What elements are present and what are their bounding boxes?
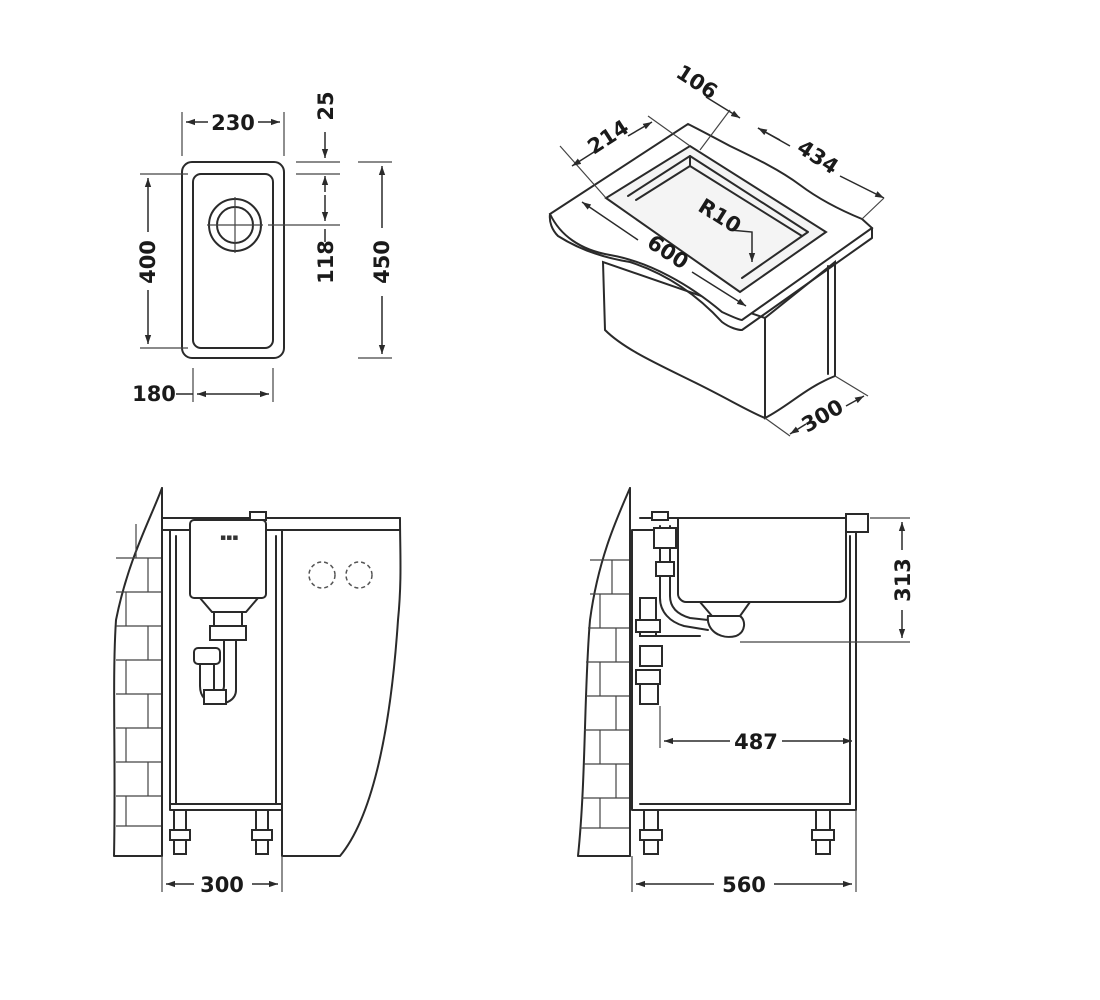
side-sink-bowl — [677, 517, 847, 603]
cabinet-front — [601, 260, 766, 420]
sink-opening — [604, 144, 828, 294]
top-view: 230 180 400 25 118 450 — [132, 91, 394, 406]
dim-overall-length: 450 — [370, 240, 394, 284]
bowl-outline — [192, 173, 274, 349]
isometric-view: R10 214 106 434 600 300 — [548, 60, 885, 438]
dim-overall-width: 230 — [211, 111, 255, 135]
dim-edge-offset: 25 — [314, 91, 338, 120]
cabinet-side — [764, 259, 836, 420]
dim-cabinet-width: 300 — [200, 873, 244, 897]
brick-wall — [113, 487, 163, 857]
dim-cabinet-depth-560: 560 — [722, 873, 766, 897]
dim-height-313: 313 — [891, 558, 915, 602]
dim-offset-106: 106 — [672, 60, 722, 104]
svg-text:▪▪▪: ▪▪▪ — [220, 533, 238, 543]
sink-outline — [181, 161, 285, 359]
side-trap-icon — [635, 525, 752, 705]
dim-depth-487: 487 — [734, 730, 778, 754]
dim-length-434: 434 — [793, 135, 843, 179]
drain-icon — [207, 197, 263, 253]
sink-bowl — [189, 519, 267, 599]
dim-bowl-length: 400 — [136, 240, 160, 284]
dim-drain-offset: 118 — [314, 240, 338, 284]
brick-wall-side — [577, 487, 631, 857]
side-cabinet-feet — [639, 809, 835, 855]
cabinet-feet — [169, 809, 273, 855]
front-view: ▪▪▪ 300 — [113, 487, 402, 897]
dim-bowl-width: 180 — [132, 382, 176, 406]
trap-icon — [193, 597, 261, 705]
side-view: 313 487 560 — [577, 487, 915, 897]
dim-depth-214: 214 — [583, 115, 633, 159]
dim-cabinet-300: 300 — [798, 395, 848, 438]
